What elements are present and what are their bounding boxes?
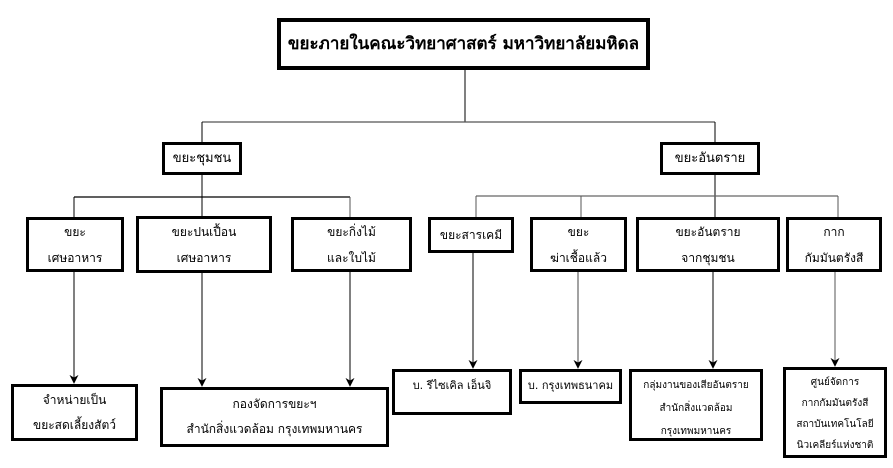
waste-label-line: ขยะสารเคมี (439, 228, 503, 242)
waste-contaminated-food: ขยะปนเปื้อน เศษอาหาร (136, 216, 272, 273)
dest-label-line: บ. รีไซเคิล เอ็นจิ (412, 379, 492, 392)
dest-label-line: จำหน่ายเป็น (42, 392, 107, 407)
waste-label-line: กาก (823, 224, 845, 239)
dest-label-line: นิวเคลียร์แห่งชาติ (796, 440, 874, 451)
waste-label-line: และใบไม้ (327, 250, 376, 265)
waste-label-line: ขยะปนเปื้อน (171, 224, 237, 239)
root-node: ขยะภายในคณะวิทยาศาสตร์ มหาวิทยาลัยมหิดล (277, 18, 650, 70)
dest-label-line: สถาบันเทคโนโลยี (796, 419, 874, 430)
waste-label-line: เศษอาหาร (176, 250, 232, 265)
dest-bma-hazardous-group: กลุ่มงานของเสียอันตราย สำนักสิ่งแวดล้อม … (629, 369, 763, 441)
dest-animal-feed: จำหน่ายเป็น ขยะสดเลี้ยงสัตว์ (11, 384, 138, 441)
dest-nuclear-institute: ศูนย์จัดการ กากกัมมันตรังสี สถาบันเทคโนโ… (783, 367, 887, 458)
waste-label-line: จากชุมชน (681, 250, 735, 265)
waste-label-line: ขยะ (64, 224, 86, 239)
dest-bma-waste-division: กองจัดการขยะฯ สำนักสิ่งแวดล้อม กรุงเทพมห… (160, 387, 389, 447)
waste-label-line: เศษอาหาร (47, 250, 103, 265)
category-label: ขยะชุมชน (172, 150, 232, 166)
waste-label-line: ขยะ (567, 224, 590, 239)
root-label: ขยะภายในคณะวิทยาศาสตร์ มหาวิทยาลัยมหิดล (287, 34, 640, 54)
dest-label-line: สำนักสิ่งแวดล้อม กรุงเทพมหานคร (186, 422, 363, 436)
dest-label-line: ขยะสดเลี้ยงสัตว์ (33, 417, 116, 432)
category-community-waste: ขยะชุมชน (162, 142, 242, 175)
dest-label-line: กากกัมมันตรังสี (801, 398, 869, 409)
category-label: ขยะอันตราย (674, 150, 746, 166)
dest-label-line: กรุงเทพมหานคร (660, 426, 732, 437)
dest-label-line: ศูนย์จัดการ (810, 377, 860, 388)
dest-label-line: สำนักสิ่งแวดล้อม (659, 403, 733, 414)
waste-label-line: ฆ่าเชื้อแล้ว (550, 250, 607, 265)
dest-label-line: กองจัดการขยะฯ (232, 397, 317, 411)
dest-krungthep-thanakom: บ. กรุงเทพธนาคม (519, 369, 622, 404)
waste-food-scraps: ขยะ เศษอาหาร (26, 217, 124, 272)
category-hazardous-waste: ขยะอันตราย (660, 142, 760, 175)
dest-recycle-engineering: บ. รีไซเคิล เอ็นจิ (392, 369, 512, 415)
waste-label-line: ขยะกิ่งไม้ (327, 224, 376, 239)
waste-branches-leaves: ขยะกิ่งไม้ และใบไม้ (291, 217, 412, 272)
dest-label-line: กลุ่มงานของเสียอันตราย (643, 380, 749, 391)
waste-label-line: ขยะอันตราย (675, 224, 741, 239)
waste-community-hazardous: ขยะอันตราย จากชุมชน (636, 217, 780, 272)
dest-label-line: บ. กรุงเทพธนาคม (527, 379, 614, 392)
waste-sterilized: ขยะ ฆ่าเชื้อแล้ว (530, 217, 627, 272)
waste-chemical: ขยะสารเคมี (428, 217, 514, 253)
waste-label-line: กัมมันตรังสี (804, 250, 864, 265)
waste-radioactive: กาก กัมมันตรังสี (786, 217, 882, 272)
